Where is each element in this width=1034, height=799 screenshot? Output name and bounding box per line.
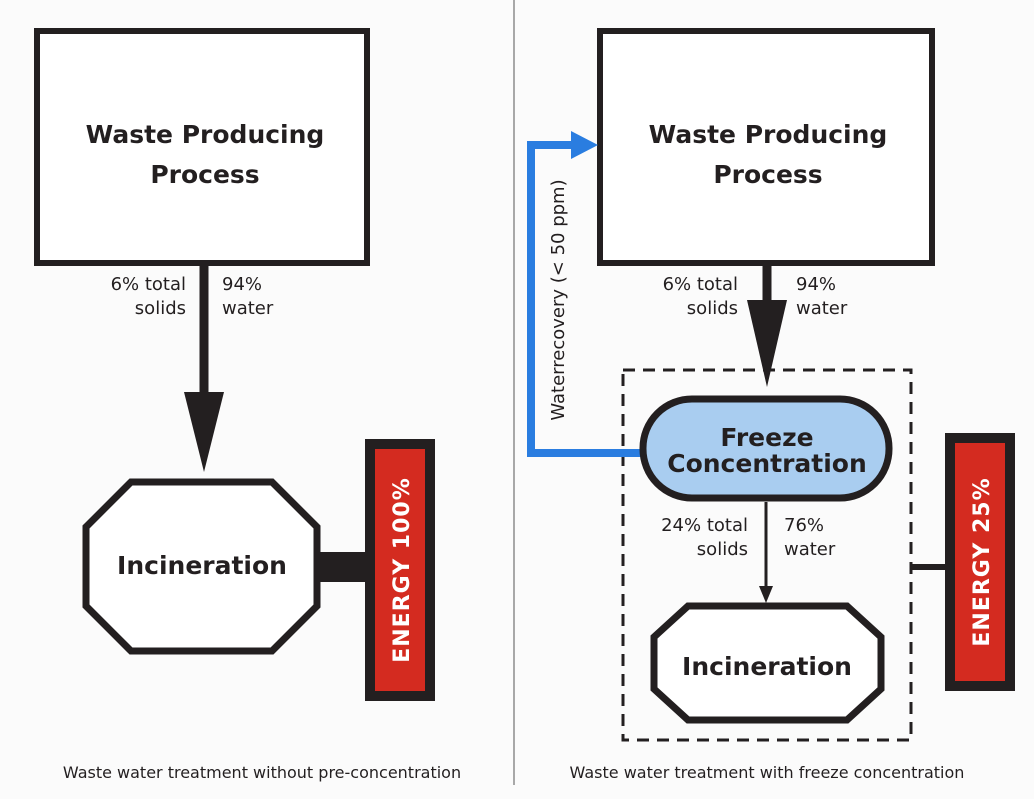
waste-process-title-left-line1: Waste Producing xyxy=(86,120,325,149)
waste-process-title-right-line1: Waste Producing xyxy=(649,120,888,149)
solids-label-right-line2: solids xyxy=(687,298,738,319)
water-recovery-label: Waterrecovery (< 50 ppm) xyxy=(548,179,569,420)
waste-process-box-right xyxy=(597,28,935,266)
incineration-label-right: Incineration xyxy=(682,652,852,681)
incineration-label-left: Incineration xyxy=(117,551,287,580)
energy-label-left: ENERGY 100% xyxy=(390,477,415,663)
energy-bar-left xyxy=(375,449,425,691)
water-recovery-line xyxy=(527,141,643,457)
water-label-left-line1: 94% xyxy=(222,274,262,295)
flow-arrow-left-head xyxy=(184,392,224,472)
water2-label-line1: 76% xyxy=(784,515,824,536)
freeze-label-line1: Freeze xyxy=(720,423,813,452)
water-label-right-line1: 94% xyxy=(796,274,836,295)
freeze-concentration-node xyxy=(639,395,893,502)
waste-process-title-left-line2: Process xyxy=(150,160,259,189)
solids2-label-line1: 24% total xyxy=(661,515,748,536)
incineration-octagon-left xyxy=(82,478,321,655)
freeze-label-line2: Concentration xyxy=(667,449,867,478)
energy-label-right: ENERGY 25% xyxy=(970,477,995,646)
caption-left: Waste water treatment without pre-concen… xyxy=(63,763,461,782)
water-label-right-line2: water xyxy=(796,298,848,319)
solids-label-left-line2: solids xyxy=(135,298,186,319)
waste-process-box-left xyxy=(34,28,370,266)
energy-connector-left xyxy=(317,552,369,582)
left-panel: Waste Producing Process 6% total solids … xyxy=(34,28,461,782)
water2-label-line2: water xyxy=(784,539,836,560)
energy-bar-right xyxy=(955,443,1005,681)
freeze-system-boundary xyxy=(621,368,913,742)
caption-right: Waste water treatment with freeze concen… xyxy=(570,763,965,782)
right-panel: Waste Producing Process 6% total solids … xyxy=(527,28,1015,782)
solids2-label-line2: solids xyxy=(697,539,748,560)
water-recovery-arrowhead xyxy=(571,131,598,159)
waste-process-title-right-line2: Process xyxy=(713,160,822,189)
incineration-octagon-right xyxy=(650,602,885,724)
water-label-left-line2: water xyxy=(222,298,274,319)
flow-arrow-freeze-head xyxy=(759,586,773,603)
flow-arrow-right-head xyxy=(747,300,787,387)
solids-label-right-line1: 6% total xyxy=(663,274,738,295)
solids-label-left-line1: 6% total xyxy=(111,274,186,295)
